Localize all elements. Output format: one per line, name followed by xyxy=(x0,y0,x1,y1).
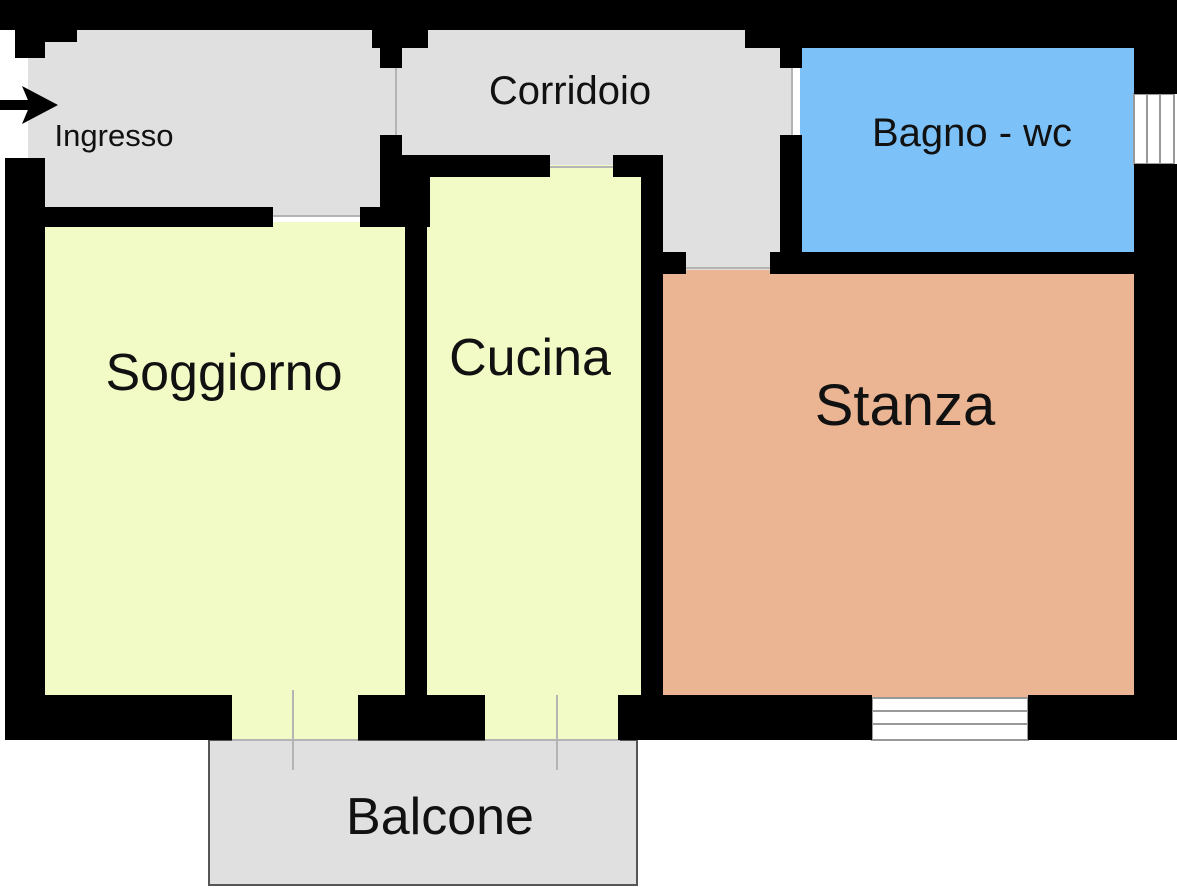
bagno-area[interactable] xyxy=(800,48,1134,258)
windows xyxy=(871,93,1175,741)
window-stanza xyxy=(871,697,1029,741)
corridoio-label: Corridoio xyxy=(489,69,651,113)
window-bagno xyxy=(1133,93,1175,165)
ingresso-label: Ingresso xyxy=(55,118,174,153)
room-labels: Ingresso Corridoio Bagno - wc Soggiorno … xyxy=(55,69,1073,846)
soggiorno-label: Soggiorno xyxy=(105,344,342,402)
bagno-label: Bagno - wc xyxy=(872,111,1072,155)
walls xyxy=(0,0,1177,740)
arrow-right-icon xyxy=(0,86,58,124)
cucina-area[interactable] xyxy=(425,165,645,740)
soggiorno-area[interactable] xyxy=(44,222,409,740)
stanza-area[interactable] xyxy=(660,270,1134,700)
stanza-label: Stanza xyxy=(815,373,996,438)
corridoio-area[interactable] xyxy=(396,30,792,168)
balcone-label: Balcone xyxy=(346,788,534,846)
room-fills xyxy=(28,30,1134,886)
ingresso-area[interactable] xyxy=(28,30,396,215)
cucina-label: Cucina xyxy=(449,329,611,387)
balcone-area[interactable] xyxy=(208,739,638,886)
